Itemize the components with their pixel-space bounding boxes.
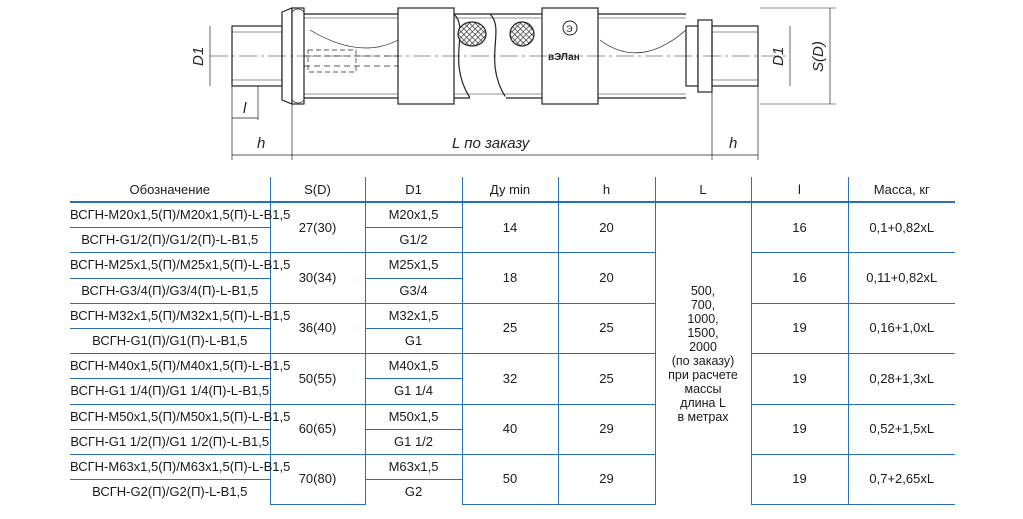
table-cell: ВСГН-G1(П)/G1(П)-L-В1,5 [70, 328, 270, 355]
table-cell: 25 [557, 303, 655, 355]
logo-mark: Э [566, 24, 573, 34]
col-header: S(D) [269, 177, 365, 203]
col-header: Обозначение [70, 177, 270, 203]
table-cell: 27(30) [269, 202, 365, 254]
table-cell: 16 [750, 252, 848, 304]
table-cell: М50х1,5 [364, 404, 462, 430]
table-cell: ВСГН-М20х1,5(П)/М20х1,5(П)-L-В1,5 [70, 202, 290, 229]
l-length-line: 700, [690, 297, 716, 312]
table-cell: 19 [750, 404, 848, 455]
l-length-line: в метрах [677, 409, 729, 424]
table-cell: ВСГН-G2(П)/G2(П)-L-В1,5 [92, 484, 248, 500]
crosshatch-left [457, 21, 487, 47]
specification-table: Обозначение S(D) D1 Ду min h L l Масса, … [70, 177, 955, 505]
col-header: l [750, 177, 848, 203]
table-cell: 0,1+0,82хL [847, 202, 955, 254]
l-length-line: длина L [680, 395, 726, 410]
table-cell: ВСГН-М63х1,5(П)/М63х1,5(П)-L-В1,5 [70, 454, 290, 481]
label-s-d: S(D) [810, 41, 827, 72]
table-cell: М63х1,5 [364, 454, 462, 481]
table-cell: 20 [557, 252, 655, 304]
table-cell: 0,52+1,5хL [847, 404, 955, 455]
l-length-options: 500,700,1000,1500,2000(по заказу)при рас… [654, 202, 751, 505]
table-cell: 70(80) [269, 454, 365, 505]
table-cell: 50 [461, 454, 558, 505]
crosshatch-right [509, 21, 535, 47]
col-header: h [557, 177, 655, 203]
col-header: L [654, 177, 751, 203]
table-cell: 0,7+2,65хL [847, 454, 955, 505]
table-row: ВСГН-G3/4(П)/G3/4(П)-L-В1,5 G3/4 [70, 278, 955, 304]
table-cell: 30(34) [269, 252, 365, 304]
table-cell: ВСГН-G1/2(П)/G1/2(П)-L-В1,5 [70, 227, 270, 254]
table-cell: ВСГН-М25х1,5(П)/М25х1,5(П)-L-В1,5 [70, 252, 290, 279]
l-length-line: 1000, [687, 311, 719, 326]
table-cell: ВСГН-G1 1/4(П)/G1 1/4(П)-L-В1,5 [70, 378, 270, 405]
hose-assembly-drawing: Э вЭЛан D1 D1 S(D) l h L по заказу h [190, 7, 836, 160]
col-header: Ду min [461, 177, 558, 203]
table-cell: ВСГН-М50х1,5(П)/М50х1,5(П)-L-В1,5 [70, 404, 290, 430]
table-cell: ВСГН-М40х1,5(П)/М40х1,5(П)-L-В1,5 [70, 353, 290, 380]
logo-text: вЭЛан [548, 52, 580, 63]
table-cell: G1 1/2 [364, 429, 462, 455]
col-header: D1 [364, 177, 462, 203]
table-cell: ВСГН-G3/4(П)/G3/4(П)-L-В1,5 [70, 278, 270, 304]
table-cell: 25 [557, 353, 655, 405]
table-cell: 0,11+0,82хL [847, 252, 955, 304]
table-cell: 20 [557, 202, 655, 254]
table-row: ВСГН-G1 1/4(П)/G1 1/4(П)-L-В1,5 G1 1/4 [70, 378, 955, 405]
table-header-row: Обозначение S(D) D1 Ду min h L l Масса, … [70, 177, 955, 203]
label-d1-left: D1 [190, 47, 207, 66]
l-length-line: 2000 [689, 339, 717, 354]
label-d1-right: D1 [770, 47, 787, 66]
table-cell: 50(55) [269, 353, 365, 405]
col-header: Масса, кг [847, 177, 955, 203]
table-cell: 19 [750, 303, 848, 355]
label-l-small: l [243, 100, 247, 117]
label-h-left: h [257, 135, 265, 152]
table-row: ВСГН-G1/2(П)/G1/2(П)-L-В1,5 G1/2 [70, 227, 955, 254]
table-cell: 25 [461, 303, 558, 355]
table-cell: 40 [461, 404, 558, 455]
l-length-line: массы [684, 381, 722, 396]
table-row: ВСГН-G1(П)/G1(П)-L-В1,5 G1 [70, 328, 955, 355]
table-cell: 60(65) [269, 404, 365, 455]
table-cell: G1/2 [364, 227, 462, 254]
table-cell: 19 [750, 454, 848, 505]
table-cell: 16 [750, 202, 848, 254]
table-cell: G2 [364, 479, 462, 505]
label-l-order: L по заказу [452, 135, 531, 152]
label-h-right: h [729, 135, 737, 152]
table-cell: 0,28+1,3хL [847, 353, 955, 405]
table-cell: 14 [461, 202, 558, 254]
table-cell: 36(40) [269, 303, 365, 355]
table-cell: G3/4 [364, 278, 462, 304]
table-cell: М40х1,5 [364, 353, 462, 380]
table-cell: М25х1,5 [364, 252, 462, 279]
table-cell: 19 [750, 353, 848, 405]
table-row: ВСГН-G2(П)/G2(П)-L-В1,5 G2 [70, 479, 955, 505]
table-cell: 32 [461, 353, 558, 405]
l-length-line: при расчете [668, 367, 738, 382]
table-cell: 0,16+1,0хL [847, 303, 955, 355]
table-cell: 18 [461, 252, 558, 304]
table-cell: ВСГН-М32х1,5(П)/М32х1,5(П)-L-В1,5 [70, 303, 290, 329]
l-length-line: (по заказу) [671, 353, 735, 368]
table-row: ВСГН-G1 1/2(П)/G1 1/2(П)-L-В1,5 G1 1/2 [70, 429, 955, 455]
table-cell: М32х1,5 [364, 303, 462, 329]
table-cell: 29 [557, 404, 655, 455]
l-length-line: 1500, [687, 325, 719, 340]
table-cell: G1 [364, 328, 462, 355]
table-cell: ВСГН-G1 1/2(П)/G1 1/2(П)-L-В1,5 [70, 429, 270, 455]
table-cell: 29 [557, 454, 655, 505]
table-cell: G1 1/4 [364, 378, 462, 405]
l-length-line: 500, [690, 283, 716, 298]
table-cell: М20х1,5 [364, 202, 462, 229]
